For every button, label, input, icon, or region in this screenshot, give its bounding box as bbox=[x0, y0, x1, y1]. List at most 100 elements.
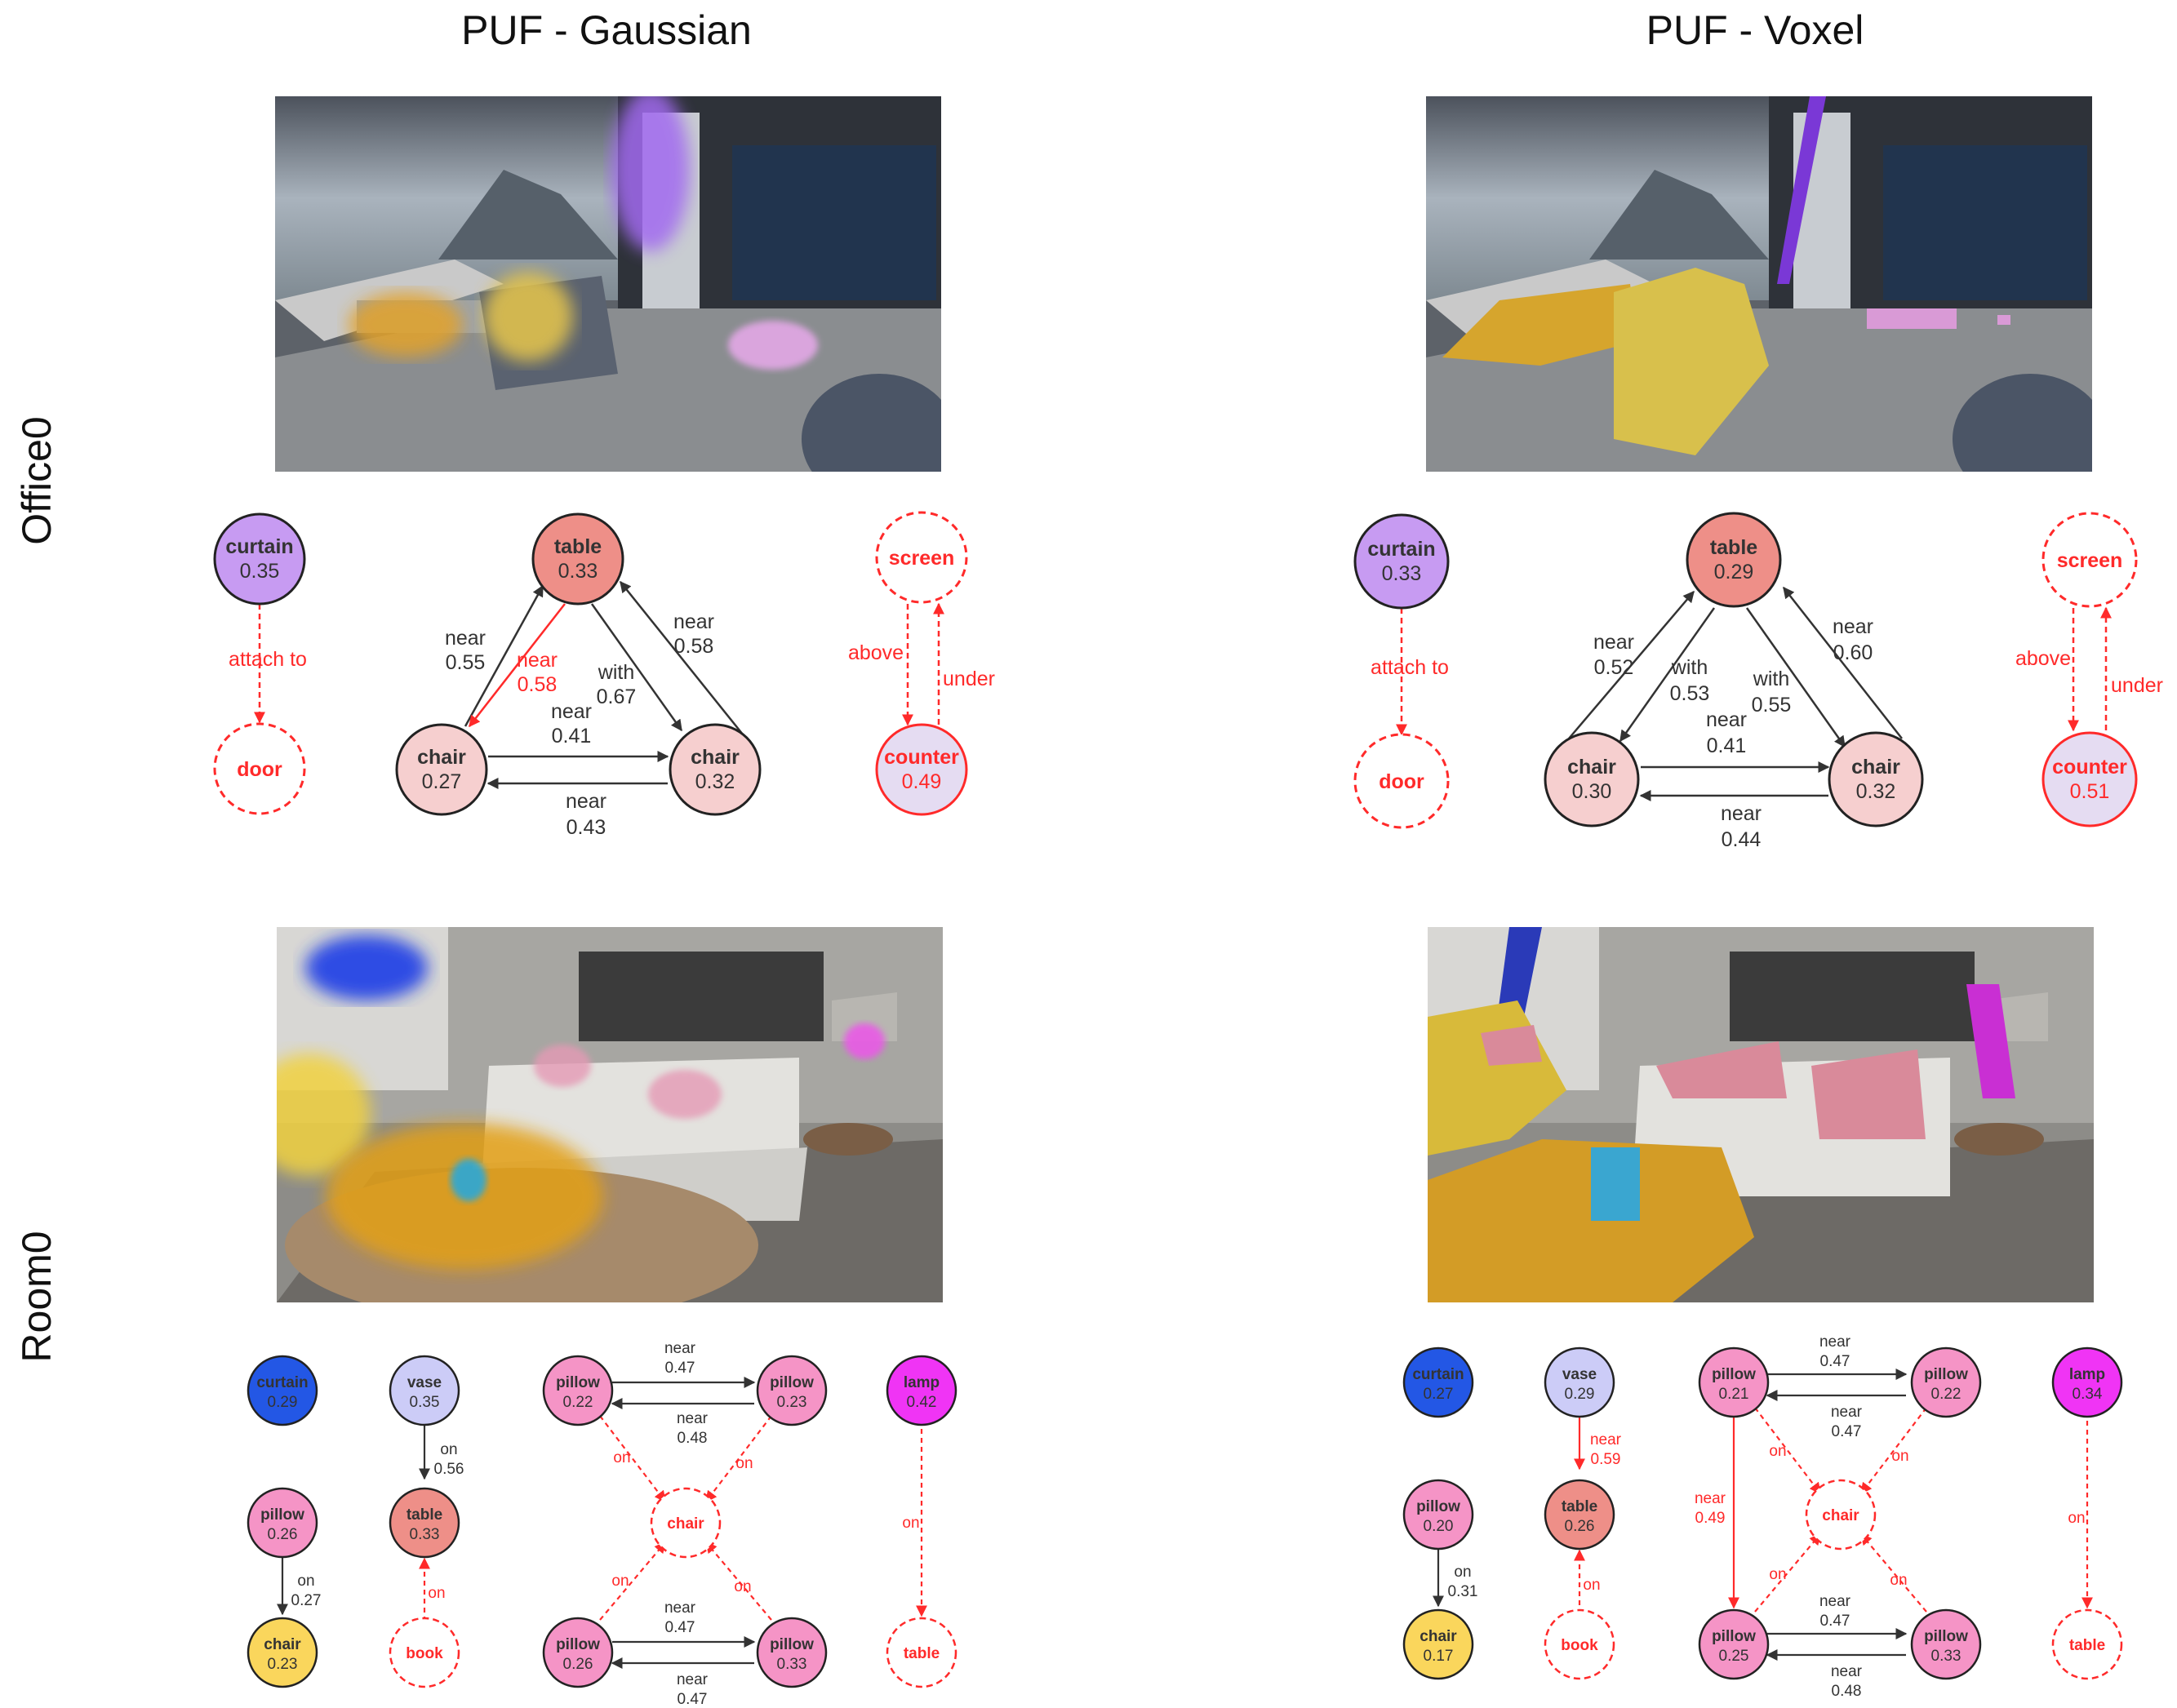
svg-text:door: door bbox=[1379, 770, 1424, 793]
svg-text:pillow: pillow bbox=[260, 1506, 304, 1524]
node-lamp: lamp 0.42 bbox=[886, 1355, 957, 1426]
node-book: book bbox=[389, 1617, 460, 1688]
node-curtain: curtain 0.35 bbox=[213, 512, 306, 606]
svg-text:chair: chair bbox=[1419, 1628, 1457, 1645]
svg-text:table: table bbox=[1562, 1498, 1597, 1515]
svg-text:0.17: 0.17 bbox=[1424, 1648, 1454, 1665]
node-chair-center: chair bbox=[1805, 1479, 1877, 1551]
edge-pillow-chair-on-tl bbox=[1754, 1407, 1821, 1495]
edge-value: 0.60 bbox=[1833, 641, 1873, 664]
edge-value: 0.47 bbox=[1820, 1353, 1850, 1370]
node-counter: counter 0.51 bbox=[2041, 731, 2138, 827]
svg-text:pillow: pillow bbox=[1712, 1366, 1756, 1383]
edge-label: on bbox=[1769, 1443, 1786, 1460]
node-chair-left: chair 0.30 bbox=[1544, 731, 1640, 827]
svg-text:table: table bbox=[407, 1506, 442, 1524]
svg-text:pillow: pillow bbox=[556, 1374, 600, 1391]
node-chair-right: chair 0.32 bbox=[1828, 731, 1924, 827]
edge-value: 0.31 bbox=[1448, 1583, 1478, 1600]
svg-text:0.26: 0.26 bbox=[563, 1656, 593, 1673]
node-pillow-left: pillow 0.20 bbox=[1402, 1479, 1474, 1551]
svg-text:0.25: 0.25 bbox=[1719, 1648, 1749, 1665]
edge-label: on bbox=[902, 1515, 919, 1532]
svg-text:0.30: 0.30 bbox=[1572, 780, 1612, 803]
svg-text:book: book bbox=[406, 1645, 443, 1662]
edge-label: on bbox=[613, 1449, 630, 1466]
edge-pillow-chair-on-br bbox=[705, 1541, 772, 1621]
node-curtain: curtain 0.29 bbox=[247, 1355, 318, 1426]
edge-value: 0.49 bbox=[1695, 1510, 1726, 1527]
svg-text:table: table bbox=[554, 535, 602, 558]
svg-text:0.20: 0.20 bbox=[1424, 1518, 1454, 1535]
svg-text:0.32: 0.32 bbox=[695, 770, 735, 793]
node-curtain: curtain 0.27 bbox=[1402, 1346, 1474, 1418]
svg-text:0.23: 0.23 bbox=[268, 1656, 298, 1673]
node-pillow-bottom-right: pillow 0.33 bbox=[756, 1617, 828, 1688]
svg-text:chair: chair bbox=[1851, 756, 1900, 779]
svg-text:0.22: 0.22 bbox=[1931, 1386, 1962, 1403]
edge-pillow-chair-on-tr bbox=[1860, 1407, 1927, 1495]
node-counter: counter 0.49 bbox=[875, 723, 968, 816]
edge-label: near bbox=[1819, 1333, 1851, 1351]
edge-table-chair-near-red bbox=[469, 603, 566, 728]
svg-text:pillow: pillow bbox=[1924, 1366, 1968, 1383]
edge-value: 0.52 bbox=[1594, 656, 1634, 679]
svg-text:counter: counter bbox=[2052, 756, 2127, 779]
edge-value: 0.47 bbox=[678, 1691, 708, 1708]
svg-text:0.35: 0.35 bbox=[240, 560, 280, 583]
svg-text:0.29: 0.29 bbox=[1714, 561, 1754, 583]
edge-chair-table-near-2 bbox=[1783, 586, 1903, 739]
svg-text:curtain: curtain bbox=[256, 1374, 308, 1391]
edge-pillow-chair-on-tr bbox=[705, 1415, 772, 1503]
svg-text:vase: vase bbox=[407, 1374, 442, 1391]
edge-label: near bbox=[664, 1599, 696, 1617]
edge-label: with bbox=[1753, 668, 1789, 690]
svg-text:0.34: 0.34 bbox=[2073, 1386, 2103, 1403]
edge-label: with bbox=[598, 661, 634, 684]
node-door: door bbox=[1353, 733, 1450, 829]
svg-text:vase: vase bbox=[1562, 1366, 1597, 1383]
column-title-gaussian: PUF - Gaussian bbox=[461, 7, 752, 53]
edge-value: 0.47 bbox=[1820, 1613, 1850, 1630]
node-pillow-top-left: pillow 0.22 bbox=[542, 1355, 614, 1426]
svg-text:0.26: 0.26 bbox=[1565, 1518, 1595, 1535]
node-vase: vase 0.35 bbox=[389, 1355, 460, 1426]
svg-text:0.33: 0.33 bbox=[558, 560, 598, 583]
edge-label: near bbox=[1819, 1593, 1851, 1610]
node-table: table 0.29 bbox=[1686, 512, 1782, 608]
svg-text:lamp: lamp bbox=[904, 1374, 940, 1391]
edge-pillow-chair-on-br bbox=[1860, 1533, 1927, 1613]
edge-value: 0.48 bbox=[678, 1430, 708, 1447]
edge-value: 0.41 bbox=[1707, 734, 1747, 757]
node-chair-center: chair bbox=[650, 1487, 722, 1559]
svg-text:0.32: 0.32 bbox=[1856, 780, 1896, 803]
edge-value: 0.47 bbox=[665, 1619, 695, 1636]
edge-value: 0.58 bbox=[674, 635, 714, 658]
node-pillow-bottom-left: pillow 0.26 bbox=[542, 1617, 614, 1688]
svg-text:0.42: 0.42 bbox=[907, 1394, 937, 1411]
edge-value: 0.56 bbox=[434, 1461, 464, 1478]
edge-table-chair-with bbox=[590, 603, 683, 732]
node-curtain: curtain 0.33 bbox=[1353, 513, 1450, 610]
edge-chair-table-near bbox=[1568, 590, 1695, 739]
node-book: book bbox=[1544, 1608, 1615, 1680]
edge-label: near bbox=[1721, 802, 1762, 825]
edge-value: 0.44 bbox=[1722, 828, 1762, 851]
edge-label: on bbox=[297, 1573, 314, 1590]
svg-text:0.23: 0.23 bbox=[777, 1394, 807, 1411]
svg-text:chair: chair bbox=[1567, 756, 1616, 779]
svg-text:screen: screen bbox=[2057, 549, 2123, 572]
node-door: door bbox=[213, 722, 306, 815]
svg-text:pillow: pillow bbox=[556, 1636, 600, 1653]
edge-value: 0.59 bbox=[1591, 1451, 1621, 1468]
svg-text:curtain: curtain bbox=[225, 535, 293, 558]
svg-text:book: book bbox=[1561, 1637, 1598, 1654]
edge-label: near bbox=[1833, 615, 1873, 638]
svg-text:curtain: curtain bbox=[1412, 1366, 1464, 1383]
node-pillow-top-right: pillow 0.22 bbox=[1910, 1346, 1982, 1418]
office0-voxel-graph: attach to near 0.52 with 0.53 near 0.60 … bbox=[1353, 512, 2163, 851]
svg-text:lamp: lamp bbox=[2069, 1366, 2105, 1383]
svg-text:0.22: 0.22 bbox=[563, 1394, 593, 1411]
svg-text:0.29: 0.29 bbox=[268, 1394, 298, 1411]
